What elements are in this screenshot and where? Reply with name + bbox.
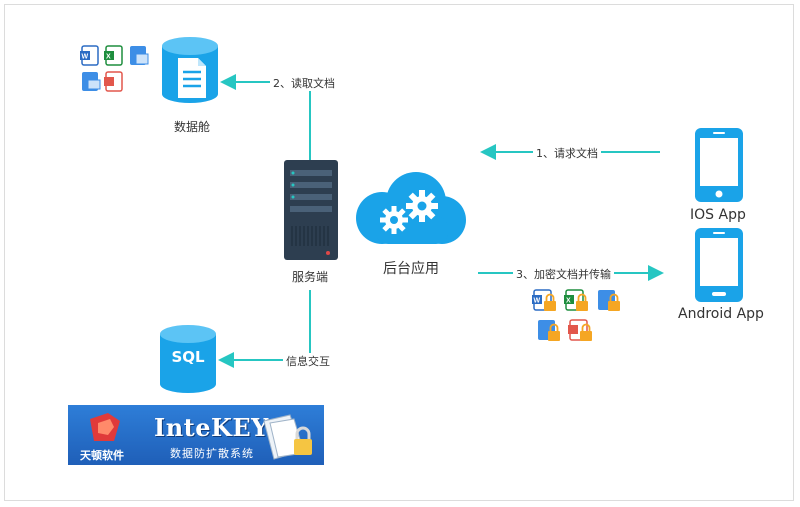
server-icon <box>284 160 338 260</box>
server-label: 服务端 <box>292 270 329 284</box>
banner-brand: 天顿软件 <box>80 449 124 462</box>
sql-label: SQL <box>171 348 205 366</box>
request-docs-label: 1、请求文档 <box>533 145 601 161</box>
document-lock-icon <box>263 414 312 460</box>
svg-text:X: X <box>106 54 111 61</box>
encrypted-doc-icon <box>598 290 620 311</box>
ios-label: IOS App <box>690 207 746 223</box>
word-file-icon: W <box>80 45 99 66</box>
ios-phone-icon <box>695 128 743 202</box>
info-exchange-label: 信息交互 <box>283 353 333 369</box>
repository-icon <box>162 37 218 103</box>
excel-file-icon: X <box>104 45 123 66</box>
encrypt-transmit-label: 3、加密文档并传输 <box>513 266 614 282</box>
encrypted-pdf-icon <box>568 319 592 341</box>
svg-text:W: W <box>82 54 89 61</box>
svg-text:X: X <box>566 298 571 305</box>
encrypted-excel-icon: X <box>564 289 588 311</box>
repository-label: 数据舱 <box>174 120 211 134</box>
backend-label: 后台应用 <box>383 261 439 277</box>
read-docs-label: 2、读取文档 <box>270 75 338 91</box>
svg-text:W: W <box>534 298 541 305</box>
encrypted-image-icon <box>538 320 560 341</box>
office-files-icon: W X <box>80 45 149 92</box>
encrypted-files-icon: W X <box>532 289 620 341</box>
banner-subtitle: 数据防扩散系统 <box>170 447 254 460</box>
pdf-file-icon <box>104 71 123 92</box>
android-phone-icon <box>695 228 743 302</box>
image-file-icon <box>82 72 101 91</box>
sql-database-icon <box>160 325 216 393</box>
banner-title: InteKEY <box>154 413 269 442</box>
android-label: Android App <box>678 306 764 322</box>
cloud-gear-icon <box>356 172 466 244</box>
brand-logo-icon <box>90 413 120 441</box>
product-banner: 天顿软件 InteKEY 数据防扩散系统 <box>68 405 324 465</box>
doc-file-icon <box>130 46 149 65</box>
encrypted-word-icon: W <box>532 289 556 311</box>
